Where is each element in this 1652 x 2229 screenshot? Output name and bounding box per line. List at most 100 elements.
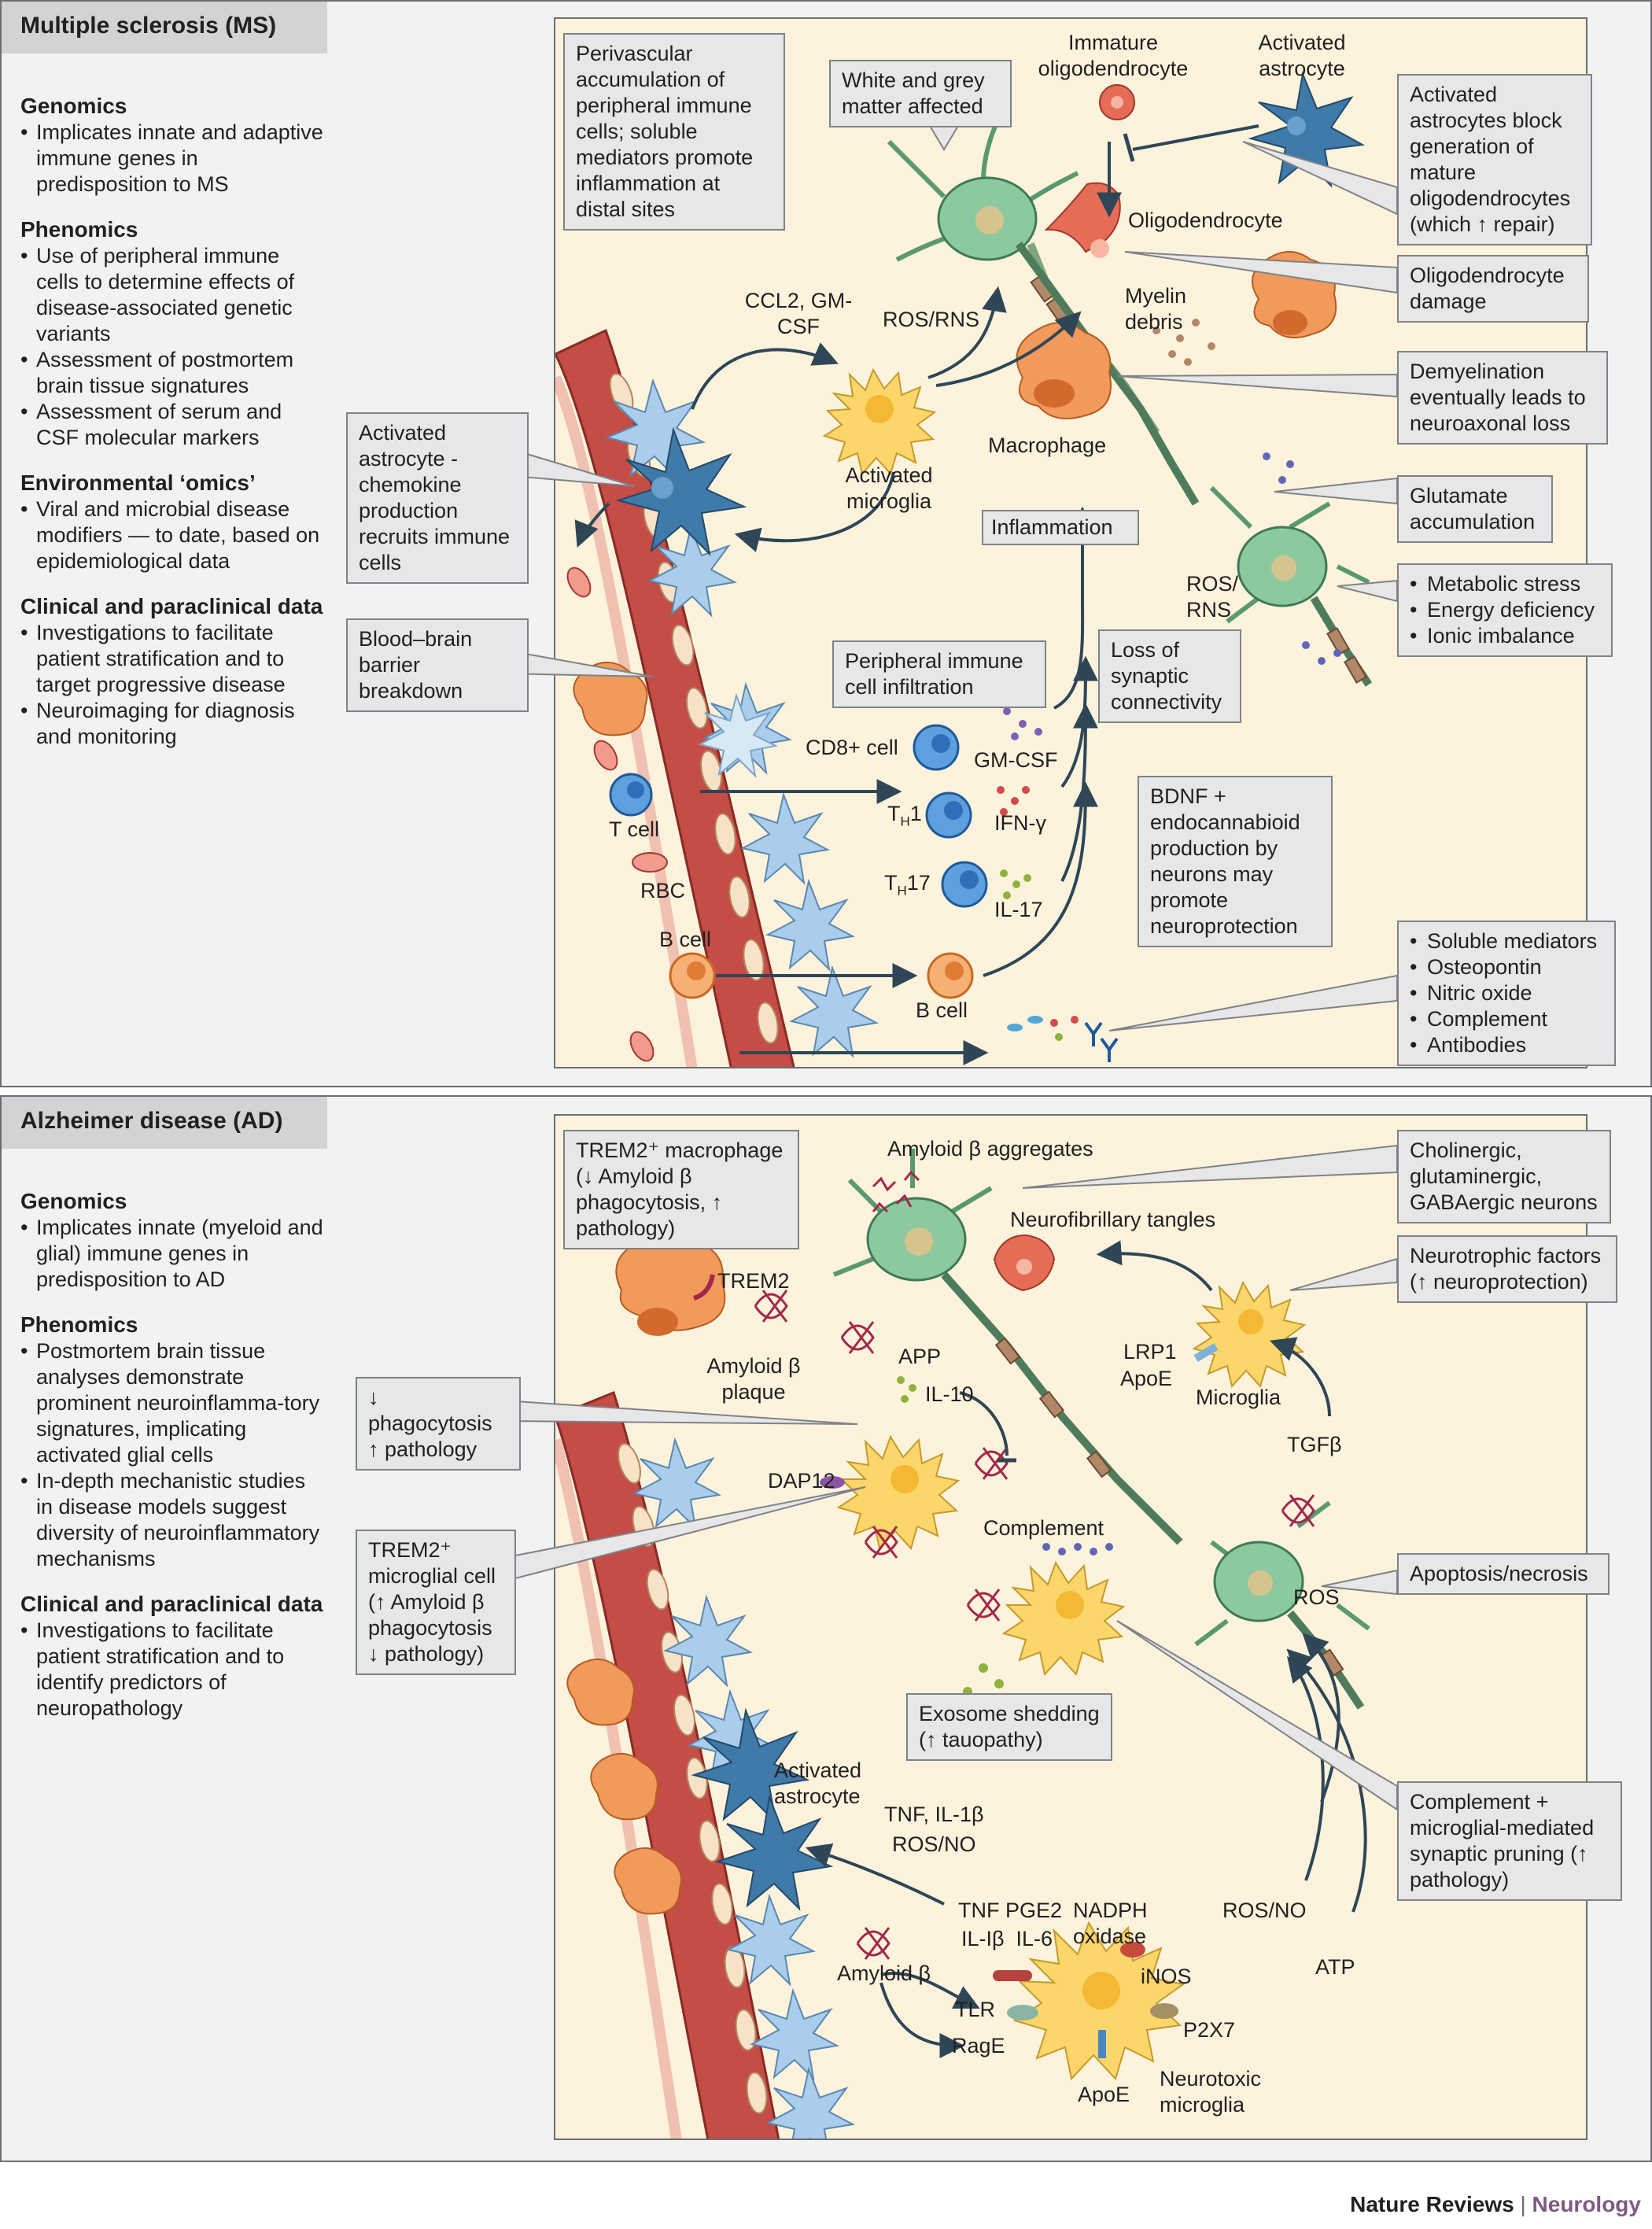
ms-box-glutamate: Glutamate accumulation <box>1397 475 1553 543</box>
ms-section-list: Viral and microbial disease modifiers — … <box>20 496 327 574</box>
ad-label-nft: Neurofibrillary tangles <box>1010 1208 1216 1231</box>
ms-soluble-item: Soluble mediators <box>1410 928 1603 954</box>
ad-label-tnf-pge2: TNF PGE2 <box>958 1899 1063 1922</box>
ad-section-item: Implicates innate (myeloid and glial) im… <box>20 1215 327 1293</box>
ms-label-immature-oligo: Immature oligodendrocyte <box>1038 31 1189 80</box>
ad-label-ros: ROS <box>1293 1585 1340 1609</box>
ad-label-complement: Complement <box>983 1516 1104 1540</box>
ms-box-bdnf: BDNF + endocannabioid production by neur… <box>1138 776 1333 947</box>
ad-label-ros-no-2: ROS/NO <box>1222 1899 1307 1922</box>
ad-summary: GenomicsImplicates innate (myeloid and g… <box>20 1188 327 1722</box>
ad-label-activated-astrocyte: Activated astrocyte <box>774 1758 862 1808</box>
journal-subname: Neurology <box>1532 2192 1641 2216</box>
ms-label-gmcsf: GM-CSF <box>974 748 1058 772</box>
ad-label-tnf-il1b: TNF, IL-1β <box>884 1803 984 1826</box>
ad-section-heading: Phenomics <box>20 1312 138 1337</box>
ms-section-item: Implicates innate and adaptive immune ge… <box>20 120 327 197</box>
ms-metabolic-item: Metabolic stress <box>1410 571 1600 597</box>
ms-box-synaptic-loss: Loss of synaptic connectivity <box>1098 629 1241 723</box>
ms-label-th1: TH1 <box>887 802 922 829</box>
ms-box-activated-astro-block: Activated astrocytes block generation of… <box>1397 74 1592 245</box>
ms-label-ros-rns: ROS/RNS <box>883 308 980 331</box>
ms-section-item: Viral and microbial disease modifiers — … <box>20 496 327 574</box>
ms-label-ifng: IFN-γ <box>994 811 1046 835</box>
ad-section-item: In-depth mechanistic studies in disease … <box>20 1468 327 1572</box>
ms-soluble-item: Nitric oxide <box>1410 980 1603 1006</box>
ms-label-oligodendrocyte: Oligodendrocyte <box>1128 209 1283 232</box>
ms-label-activated-astrocyte: Activated astrocyte <box>1258 31 1346 80</box>
ms-section-list: Use of peripheral immune cells to determ… <box>20 243 327 451</box>
ms-box-inflammation: Inflammation <box>982 510 1139 545</box>
ms-metabolic-item: Energy deficiency <box>1410 597 1600 623</box>
ad-label-tlr: TLR <box>955 1998 996 2021</box>
ad-label-neurotoxic: Neurotoxic microglia <box>1160 2067 1262 2116</box>
ad-box-complement-pruning: Complement + microglial-mediated synapti… <box>1397 1781 1622 1901</box>
ms-box-bbb: Blood–brain barrier breakdown <box>346 618 529 712</box>
ms-soluble-item: Complement <box>1410 1006 1603 1032</box>
ms-metabolic-item: Ionic imbalance <box>1410 623 1600 649</box>
ad-section-heading: Clinical and paraclinical data <box>20 1592 323 1616</box>
ms-label-activated-microglia: Activated microglia <box>845 463 933 513</box>
ad-label-il10: IL-10 <box>925 1382 974 1406</box>
ad-label-amyloid-plaque: Amyloid β plaque <box>706 1354 801 1404</box>
ad-label-apoe: ApoE <box>1120 1367 1173 1390</box>
ad-box-trem2-microglial: TREM2⁺ microglial cell (↑ Amyloid β phag… <box>356 1530 516 1675</box>
journal-name: Nature Reviews <box>1350 2192 1514 2216</box>
ms-box-white-grey: White and grey matter affected <box>829 60 1012 127</box>
ad-box-trem2-macrophage: TREM2⁺ macrophage (↓ Amyloid β phagocyto… <box>563 1130 799 1249</box>
ms-label-tcell: T cell <box>609 817 660 841</box>
ad-label-app: APP <box>898 1345 942 1368</box>
ad-label-lrp1: LRP1 <box>1123 1340 1177 1364</box>
ms-label-bcell: B cell <box>916 998 968 1022</box>
ms-section-item: Investigations to facilitate patient str… <box>20 620 327 698</box>
ms-label-il17: IL-17 <box>994 898 1043 921</box>
ad-label-apoe-2: ApoE <box>1078 2083 1130 2106</box>
ad-box-apoptosis: Apoptosis/necrosis <box>1397 1553 1610 1595</box>
ad-section-list: Postmortem brain tissue analyses demonst… <box>20 1338 327 1572</box>
ad-box-exosome: Exosome shedding (↑ tauopathy) <box>906 1693 1112 1761</box>
ms-section-item: Assessment of serum and CSF molecular ma… <box>20 399 327 451</box>
ms-section-heading: Phenomics <box>20 217 138 242</box>
journal-credit: Nature Reviews | Neurology <box>1350 2192 1641 2216</box>
ms-label-cd8: CD8+ cell <box>806 736 898 759</box>
ms-section-item: Assessment of postmortem brain tissue si… <box>20 347 327 399</box>
ms-box-oligo-damage: Oligodendrocyte damage <box>1397 255 1589 323</box>
ad-label-amyloid-aggregates: Amyloid β aggregates <box>887 1137 1093 1161</box>
ms-box-demyelination: Demyelination eventually leads to neuroa… <box>1397 351 1608 445</box>
ad-label-p2x7: P2X7 <box>1183 2018 1236 2042</box>
ad-label-rage: RagE <box>952 2034 1005 2057</box>
ms-section-heading: Environmental ‘omics’ <box>20 471 256 495</box>
ms-section-item: Neuroimaging for diagnosis and monitorin… <box>20 698 327 750</box>
ad-box-phagocytosis: ↓ phagocytosis ↑ pathology <box>356 1377 521 1471</box>
ad-label-microglia: Microglia <box>1196 1386 1281 1409</box>
ad-label-il1b-il6: IL-Iβ IL-6 <box>961 1927 1053 1950</box>
ms-soluble-item: Osteopontin <box>1410 954 1603 980</box>
ad-label-tgfb: TGFβ <box>1287 1433 1342 1456</box>
ms-box-astro-chemokine: Activated astrocyte - chemokine producti… <box>346 412 529 584</box>
ms-box-soluble: Soluble mediatorsOsteopontinNitric oxide… <box>1397 921 1616 1066</box>
ms-box-peripheral-infiltration: Peripheral immune cell infiltration <box>832 640 1046 708</box>
ms-box-metabolic: Metabolic stressEnergy deficiencyIonic i… <box>1397 563 1613 657</box>
ad-section-heading: Genomics <box>20 1189 127 1213</box>
ms-label-ccl2: CCL2, GM-CSF <box>744 289 853 338</box>
ad-label-dap12: DAP12 <box>768 1469 835 1493</box>
ad-section-item: Postmortem brain tissue analyses demonst… <box>20 1338 327 1468</box>
ms-section-list: Implicates innate and adaptive immune ge… <box>20 120 327 197</box>
ms-panel-title: Multiple sclerosis (MS) <box>2 2 327 54</box>
ms-section-list: Investigations to facilitate patient str… <box>20 620 327 750</box>
ad-section-list: Implicates innate (myeloid and glial) im… <box>20 1215 327 1293</box>
ad-label-trem2: TREM2 <box>717 1269 790 1293</box>
ms-label-macrophage: Macrophage <box>988 434 1107 457</box>
ms-label-bcell-vessel: B cell <box>659 928 712 951</box>
ad-box-cholinergic: Cholinergic, glutaminergic, GABAergic ne… <box>1397 1130 1611 1223</box>
ms-section-item: Use of peripheral immune cells to determ… <box>20 243 327 347</box>
ad-label-atp: ATP <box>1315 1955 1355 1979</box>
ad-section-item: Investigations to facilitate patient str… <box>20 1618 327 1722</box>
ad-label-amyloid-b: Amyloid β <box>837 1961 931 1985</box>
ad-label-nadph: NADPH oxidase <box>1073 1899 1148 1948</box>
ms-soluble-item: Antibodies <box>1410 1032 1603 1058</box>
ms-summary: GenomicsImplicates innate and adaptive i… <box>20 93 327 750</box>
ad-section-list: Investigations to facilitate patient str… <box>20 1618 327 1722</box>
ms-label-ros-rns-2: ROS/ RNS <box>1186 572 1239 622</box>
ms-label-th17: TH17 <box>884 871 931 899</box>
